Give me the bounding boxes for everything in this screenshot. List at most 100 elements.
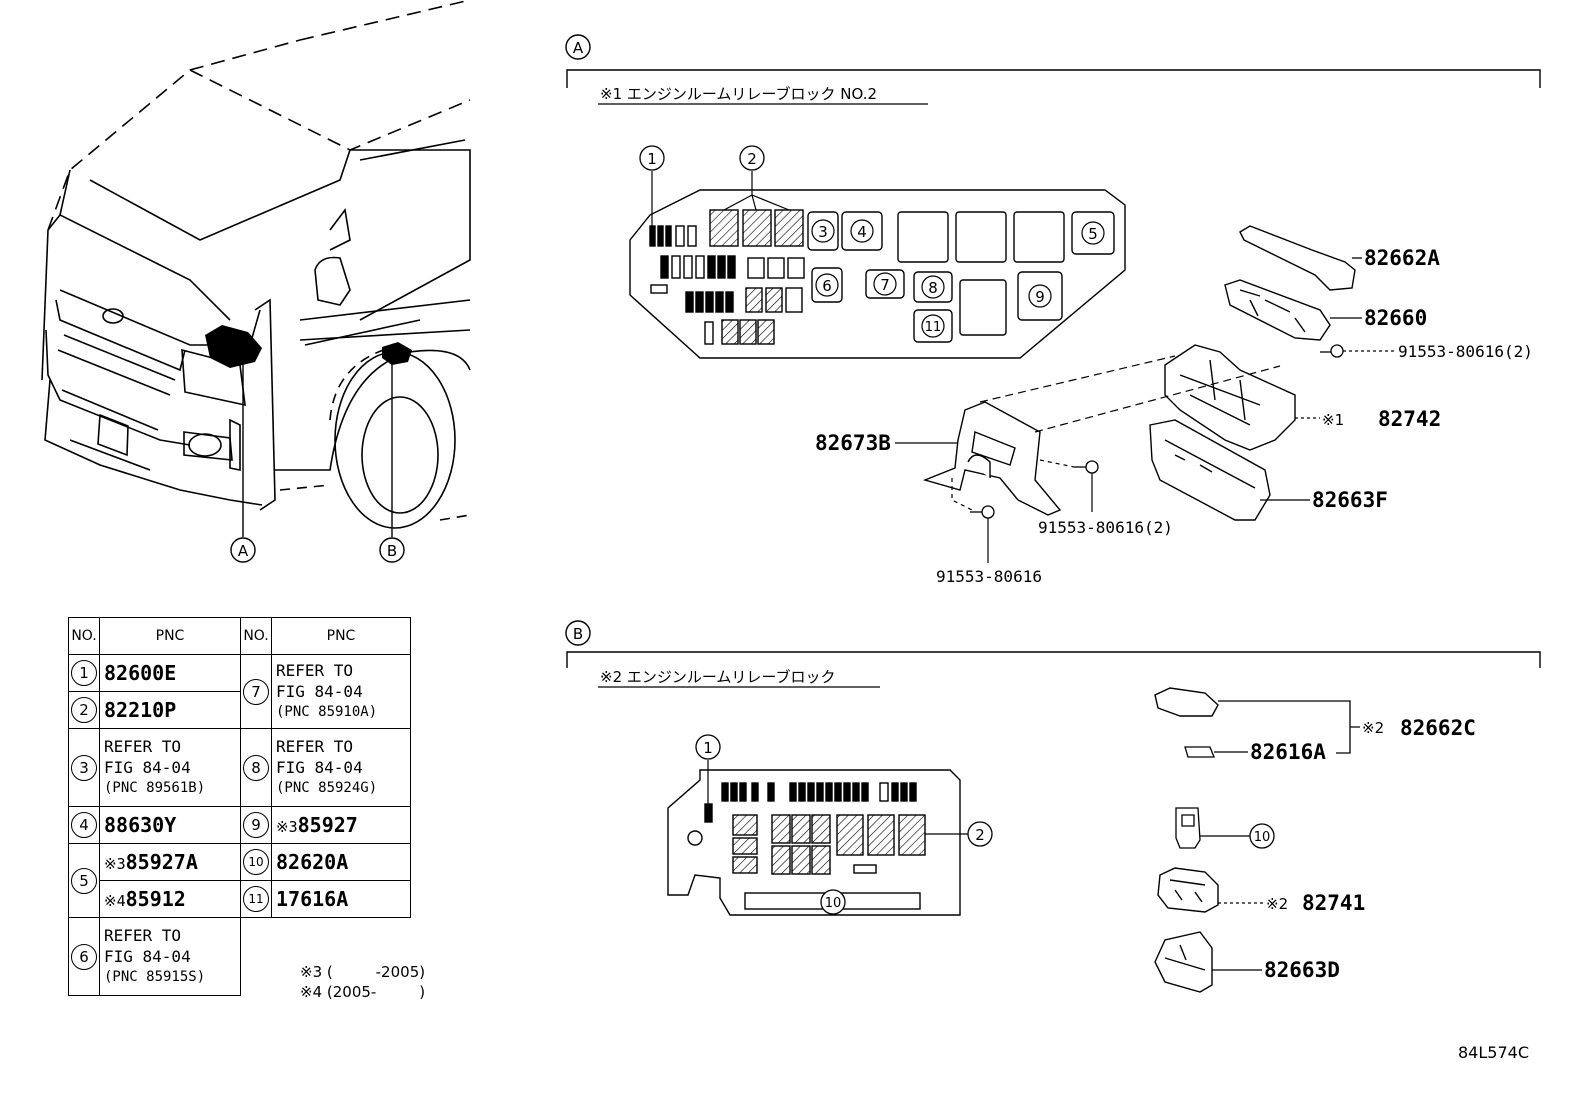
mark-82741: ※2 bbox=[1266, 895, 1288, 913]
svg-text:10: 10 bbox=[825, 896, 842, 911]
callout-b-vehicle: B bbox=[379, 537, 405, 563]
table-row: 4 88630Y 9 ※385927 bbox=[68, 806, 411, 844]
table-row: 3 REFER TO FIG 84-04 (PNC 89561B) 8 REFE… bbox=[68, 728, 411, 807]
row-no: 7 bbox=[243, 678, 269, 705]
table-row: 5 ※385927A 10 82620A bbox=[68, 843, 411, 918]
svg-text:B: B bbox=[387, 542, 397, 560]
svg-text:2: 2 bbox=[747, 150, 757, 168]
label-91553-a: 91553-80616(2) bbox=[1398, 342, 1533, 361]
part-82741-housing bbox=[1157, 867, 1219, 913]
row-pnc: ※385927 bbox=[271, 806, 411, 844]
relay-block-location-b bbox=[382, 342, 412, 365]
header-pnc-2: PNC bbox=[271, 617, 411, 655]
figure-code: 84L574C bbox=[1458, 1043, 1529, 1062]
row-no: 8 bbox=[243, 754, 269, 781]
header-no-2: NO. bbox=[240, 617, 272, 655]
mark-82662c: ※2 bbox=[1362, 719, 1384, 737]
table-row: ※485912 11 17616A bbox=[69, 880, 411, 918]
bolt-91553-c bbox=[970, 505, 995, 519]
row-no: 5 bbox=[71, 867, 97, 894]
table-row: 1 82600E 7 REFER TO FIG 84-04 (PNC 85910… bbox=[68, 654, 411, 729]
part-10-relay bbox=[1175, 807, 1201, 849]
callout-10-part: 10 bbox=[1254, 830, 1271, 845]
vehicle-illustration bbox=[41, 0, 471, 529]
part-82662c-cover bbox=[1154, 687, 1219, 717]
svg-text:9: 9 bbox=[1035, 288, 1045, 306]
label-82663d: 82663D bbox=[1264, 958, 1340, 982]
note-4: ※4 (2005- ) bbox=[300, 983, 426, 1001]
part-82616a-fuse bbox=[1184, 746, 1215, 758]
row-no: 10 bbox=[243, 849, 269, 875]
row-no: 9 bbox=[243, 812, 269, 838]
row-pnc-ref: REFER TO FIG 84-04 (PNC 89561B) bbox=[99, 728, 241, 807]
row-pnc-ref: REFER TO FIG 84-04 (PNC 85915S) bbox=[99, 917, 241, 996]
svg-text:7: 7 bbox=[880, 276, 890, 294]
callout-a-vehicle: A bbox=[230, 537, 256, 563]
row-pnc-ref: REFER TO FIG 84-04 (PNC 85924G) bbox=[271, 728, 411, 807]
label-82616a: 82616A bbox=[1250, 740, 1326, 764]
label-82662c: 82662C bbox=[1400, 716, 1476, 740]
svg-text:2: 2 bbox=[975, 826, 985, 844]
table-row: 2 82210P bbox=[68, 691, 411, 729]
header-pnc: PNC bbox=[99, 617, 241, 655]
row-no: 3 bbox=[71, 754, 97, 781]
row-pnc: 82620A bbox=[271, 843, 411, 881]
part-82673b-bracket bbox=[922, 401, 1062, 516]
section-a-title: ※1 エンジンルームリレーブロック NO.2 bbox=[600, 85, 877, 103]
table-row: 6 REFER TO FIG 84-04 (PNC 85915S) bbox=[68, 917, 411, 996]
footnotes: ※3 ( -2005) ※4 (2005- ) bbox=[300, 962, 425, 1002]
label-82663f: 82663F bbox=[1312, 488, 1388, 512]
svg-text:A: A bbox=[238, 542, 249, 560]
section-b-header: B ※2 エンジンルームリレーブロック bbox=[565, 620, 1541, 688]
row-no: 4 bbox=[71, 812, 97, 838]
row-pnc-ref: REFER TO FIG 84-04 (PNC 85910A) bbox=[271, 654, 411, 729]
row-pnc: 82210P bbox=[99, 691, 241, 729]
svg-text:4: 4 bbox=[857, 223, 867, 241]
label-91553-b: 91553-80616(2) bbox=[1038, 518, 1173, 537]
label-82660: 82660 bbox=[1364, 306, 1427, 330]
bolt-91553-b bbox=[1074, 460, 1099, 474]
table-header-row: NO. PNC NO. PNC bbox=[68, 617, 411, 655]
row-no: 11 bbox=[243, 886, 269, 912]
relay-block-no2-callouts: 1 2 3 4 5 6 7 8 9 11 bbox=[639, 145, 1105, 338]
bolt-91553-a bbox=[1320, 344, 1344, 358]
part-82742-bracket bbox=[1164, 344, 1296, 451]
part-82660-block bbox=[1224, 279, 1331, 341]
row-no: 6 bbox=[71, 943, 97, 970]
row-pnc: 17616A bbox=[271, 880, 411, 918]
svg-text:A: A bbox=[573, 39, 584, 57]
label-82662a: 82662A bbox=[1364, 246, 1440, 270]
svg-text:8: 8 bbox=[928, 279, 938, 297]
label-82741: 82741 bbox=[1302, 891, 1365, 915]
row-no: 2 bbox=[71, 697, 97, 723]
relay-block-layout bbox=[667, 769, 961, 916]
pnc-table: NO. PNC NO. PNC 1 82600E 7 REFER TO FIG … bbox=[68, 617, 411, 996]
label-82673b: 82673B bbox=[815, 431, 891, 455]
section-a-header: A ※1 エンジンルームリレーブロック NO.2 bbox=[565, 34, 1541, 105]
svg-text:3: 3 bbox=[818, 223, 828, 241]
svg-text:6: 6 bbox=[822, 277, 832, 295]
label-91553-c: 91553-80616 bbox=[936, 567, 1042, 586]
mark-82742: ※1 bbox=[1322, 411, 1344, 429]
section-b-title: ※2 エンジンルームリレーブロック bbox=[600, 668, 836, 686]
row-pnc: 88630Y bbox=[99, 806, 241, 844]
row-pnc: ※485912 bbox=[99, 880, 241, 918]
part-82663f-case bbox=[1149, 419, 1271, 521]
row-no: 1 bbox=[71, 660, 97, 686]
relay-block-no2-layout bbox=[629, 189, 1126, 359]
label-82742: 82742 bbox=[1378, 407, 1441, 431]
part-82663d-case bbox=[1154, 931, 1213, 993]
svg-text:B: B bbox=[573, 625, 583, 643]
header-no: NO. bbox=[68, 617, 100, 655]
svg-text:5: 5 bbox=[1088, 225, 1098, 243]
part-82662a-cover bbox=[1239, 225, 1356, 291]
relay-block-location-a bbox=[205, 325, 262, 368]
svg-text:1: 1 bbox=[703, 739, 713, 757]
note-3: ※3 ( -2005) bbox=[300, 963, 426, 981]
relay-block-callouts: 1 2 10 bbox=[695, 734, 993, 915]
row-pnc: 82600E bbox=[99, 654, 241, 692]
row-pnc: ※385927A bbox=[99, 843, 241, 881]
svg-text:11: 11 bbox=[925, 320, 942, 335]
svg-text:1: 1 bbox=[647, 150, 657, 168]
